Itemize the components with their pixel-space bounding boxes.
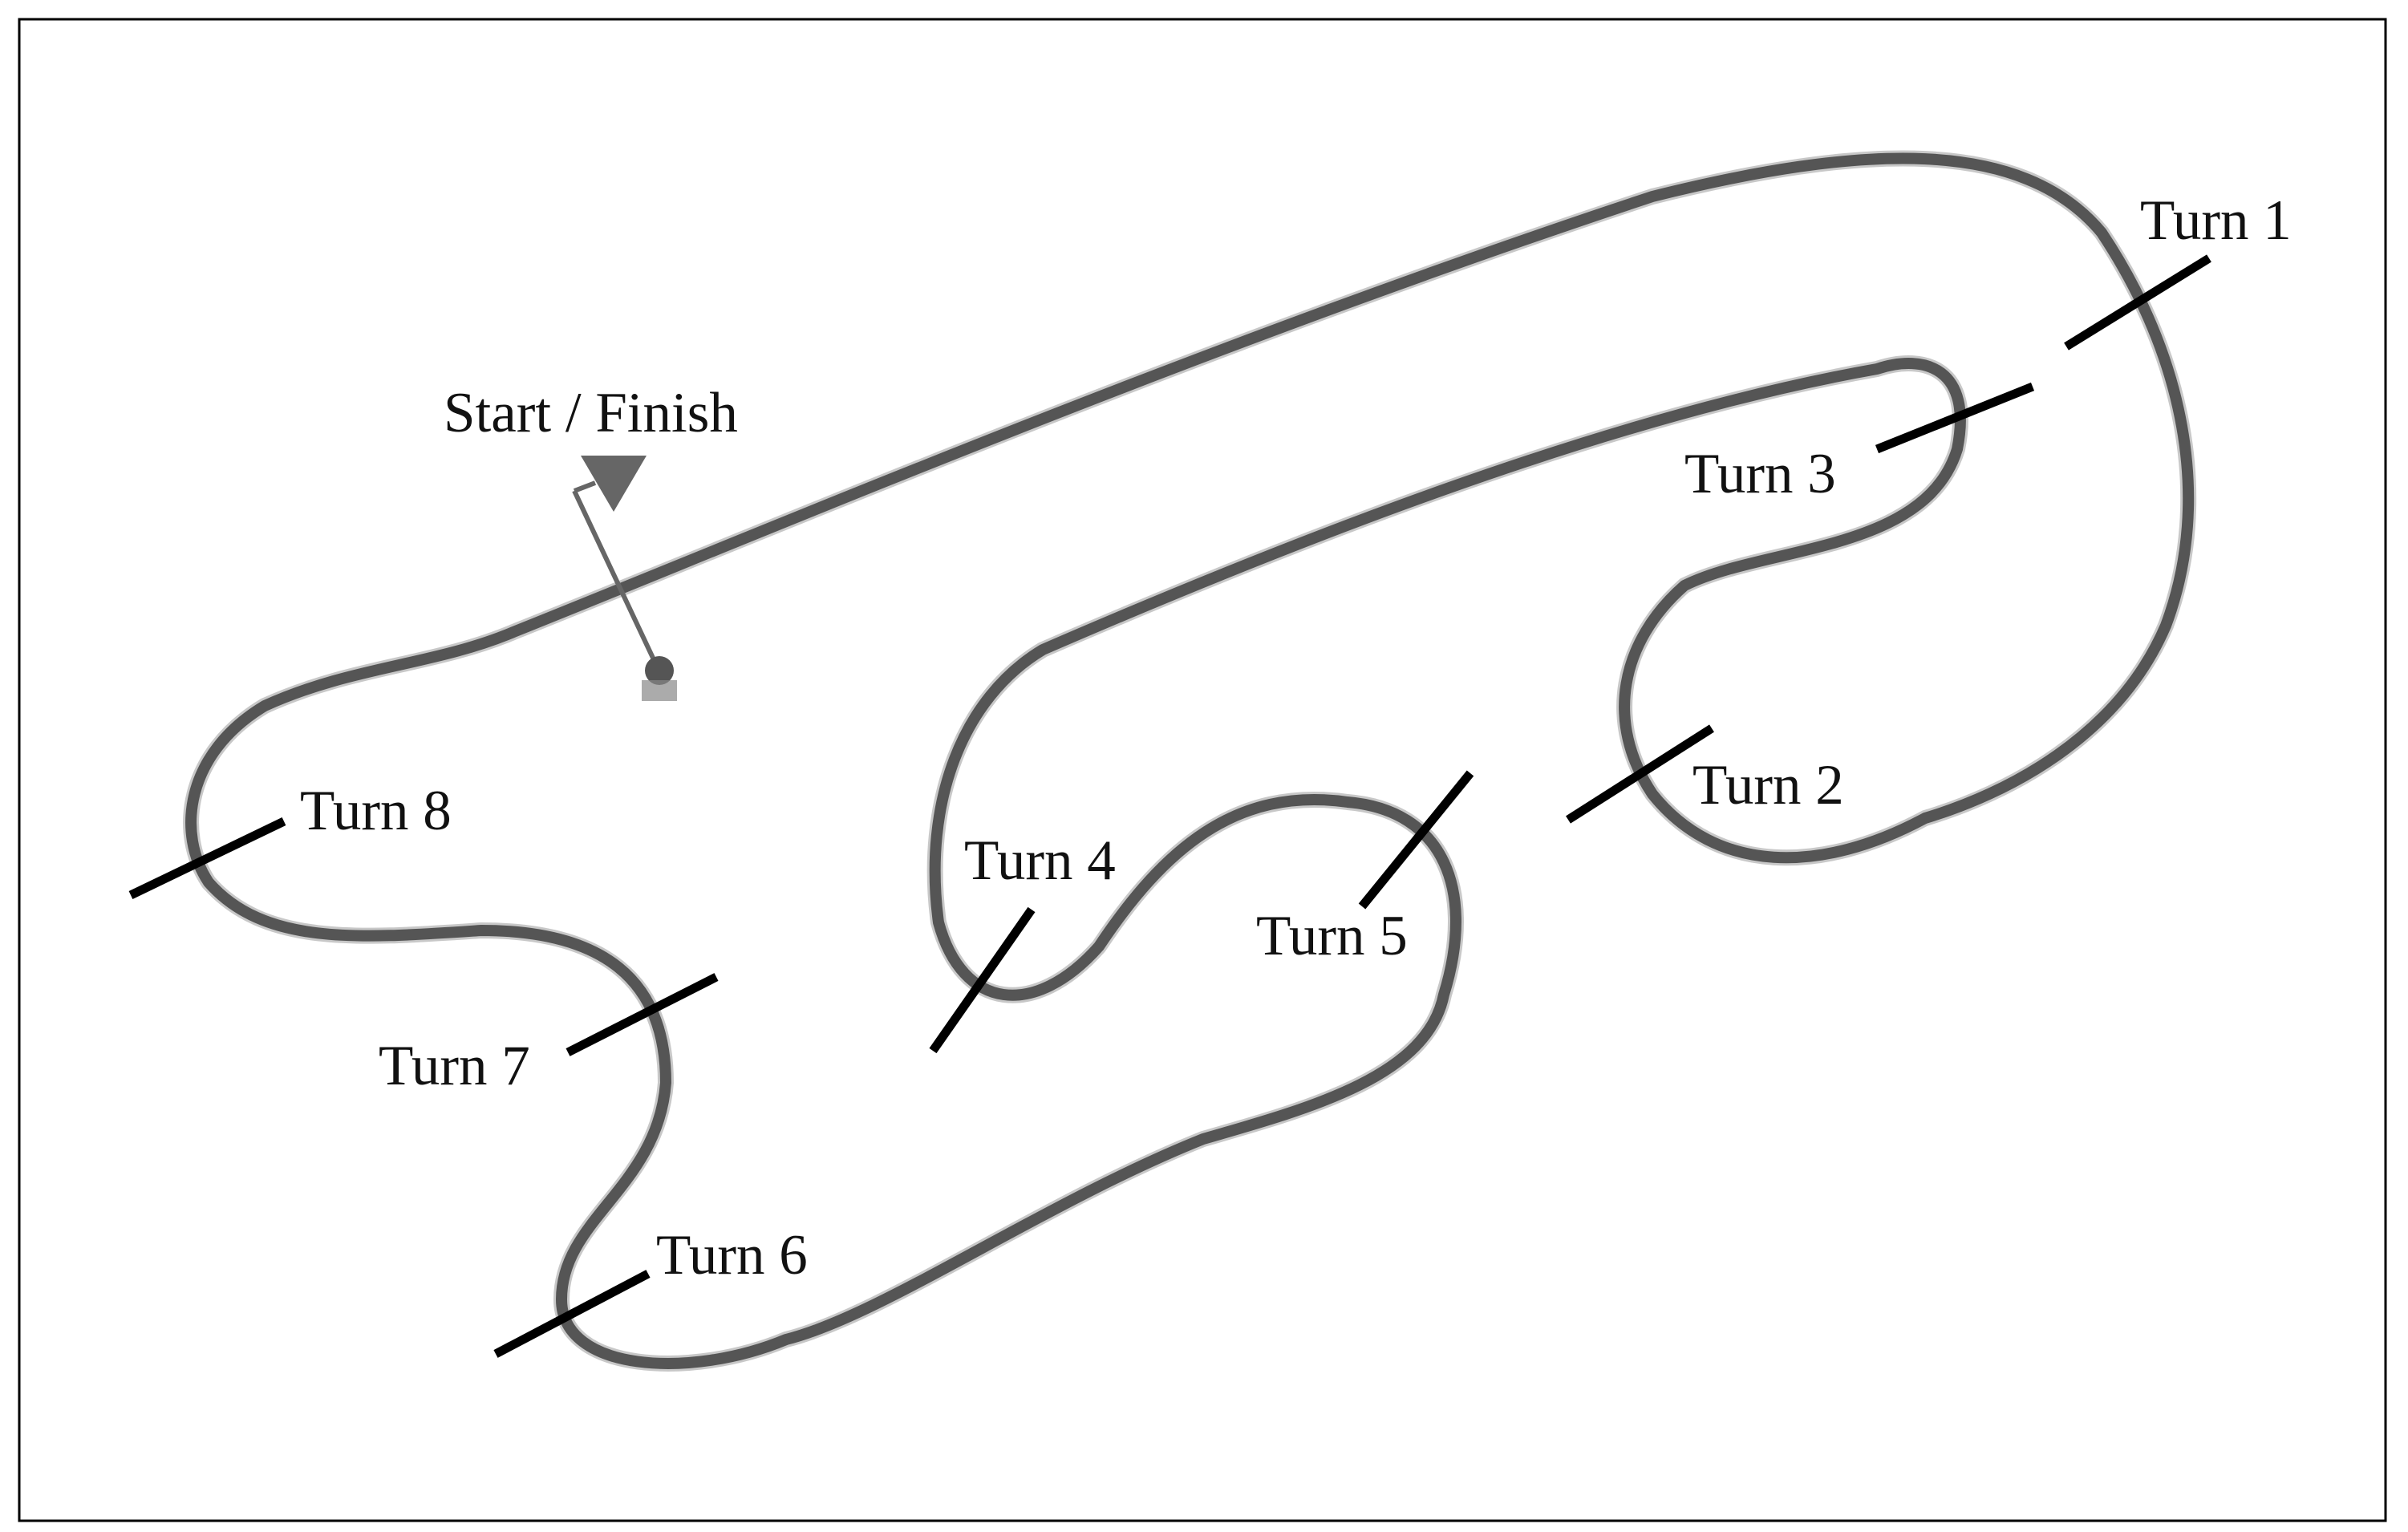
turn-7-label: Turn 7 (379, 1035, 530, 1097)
turn-4-label: Turn 4 (964, 829, 1116, 892)
turn-1-label: Turn 1 (2140, 189, 2292, 252)
diagram-frame (18, 18, 2387, 1522)
turn-3-label: Turn 3 (1684, 443, 1836, 505)
turn-8-label: Turn 8 (300, 780, 452, 842)
start-finish-flag-icon (572, 456, 677, 701)
turn-2-marker (1566, 724, 1714, 824)
turn-6-label: Turn 6 (656, 1224, 808, 1287)
track-halo (183, 150, 2197, 1372)
turn-markers (128, 254, 2211, 1358)
start-finish-label: Start / Finish (444, 382, 738, 444)
track-outline (183, 150, 2197, 1372)
turn-2-label: Turn 2 (1692, 754, 1844, 817)
turn-1-marker (2064, 254, 2211, 351)
turn-6-marker (493, 1270, 651, 1358)
turn-7-marker (566, 973, 719, 1056)
turn-5-marker (1358, 770, 1474, 910)
turn-4-marker (929, 906, 1036, 1054)
track-line (185, 152, 2195, 1369)
turn-5-label: Turn 5 (1256, 905, 1408, 967)
turn-3-marker (1875, 382, 2035, 454)
turn-8-marker (128, 817, 286, 899)
